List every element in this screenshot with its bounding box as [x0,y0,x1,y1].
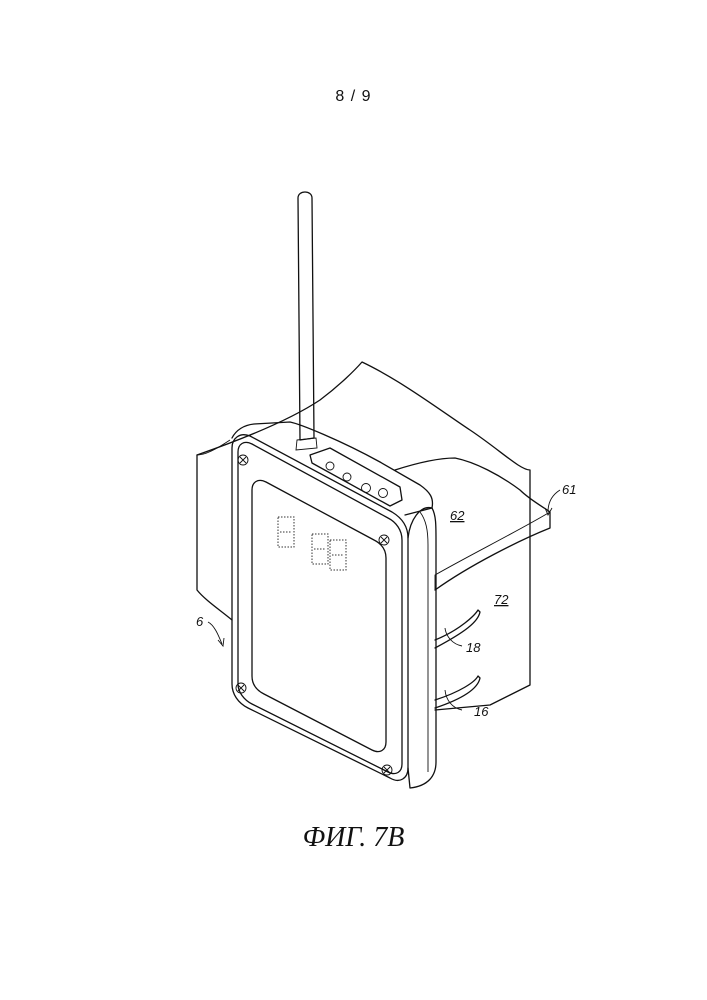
ref-62-label: 62 [450,508,465,523]
device-top [232,422,433,515]
plate-62 [395,458,550,590]
ref-18-label: 18 [466,640,481,655]
ref-72-label: 72 [494,592,509,607]
duct-body [197,362,530,710]
figure-caption: ФИГ. 7B [0,822,707,854]
ref-61-label: 61 [562,482,576,497]
ref-16-label: 16 [474,704,489,719]
antenna [296,192,317,450]
segment-display [278,517,346,570]
device-front [232,435,436,788]
ref-6-label: 6 [196,614,204,629]
